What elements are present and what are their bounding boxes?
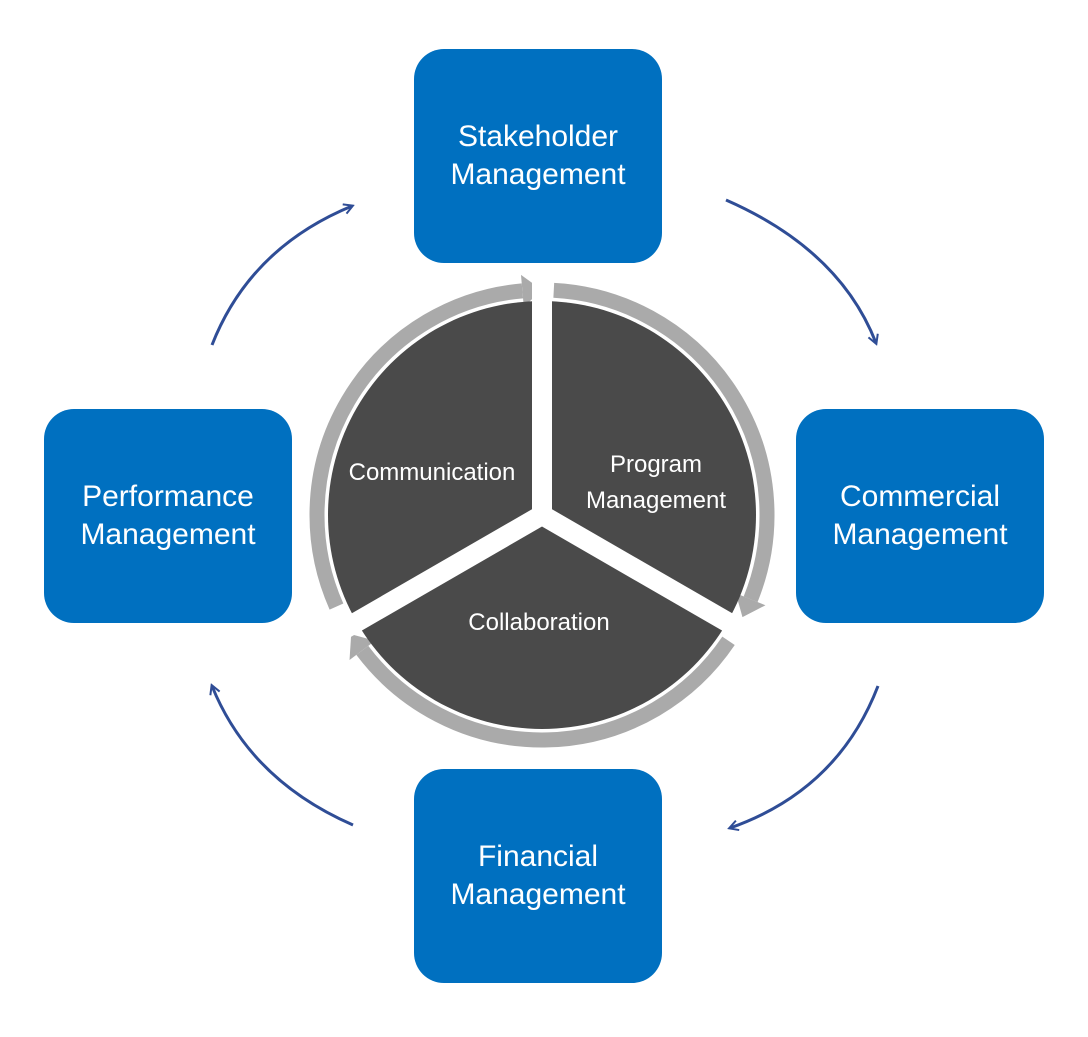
ring-arrow-communication bbox=[309, 283, 524, 610]
arrow-performance-to-stakeholder bbox=[210, 206, 352, 346]
ring-arrow-program bbox=[553, 282, 775, 603]
center-segments bbox=[317, 261, 767, 729]
commercial-management-box: Commercial Management bbox=[796, 409, 1044, 623]
arrow-commercial-to-financial bbox=[730, 685, 880, 828]
ring-arrow-program-head bbox=[735, 593, 766, 618]
arrow-financial-to-performance bbox=[212, 686, 354, 827]
ring-arrow-communication-head bbox=[520, 274, 542, 307]
box-label-line2: Management bbox=[832, 518, 1008, 551]
segment-label-collaboration: Collaboration bbox=[468, 609, 609, 636]
box-label-line2: Management bbox=[450, 158, 626, 191]
performance-management-box: Performance Management bbox=[44, 409, 292, 623]
segment-label-program-line2: Management bbox=[586, 487, 726, 514]
box-label-line1: Commercial bbox=[839, 480, 1000, 513]
segment-label-program-line1: Program bbox=[610, 451, 702, 478]
ring-arrow-collaboration-head bbox=[349, 634, 376, 661]
segment-label-communication: Communication bbox=[349, 459, 516, 486]
box-label-line2: Management bbox=[80, 518, 256, 551]
segment-divider bbox=[317, 506, 547, 651]
box-label-line1: Stakeholder bbox=[457, 120, 619, 153]
box-label-line2: Management bbox=[450, 878, 626, 911]
ring-arrows bbox=[309, 274, 775, 748]
stakeholder-management-box: Stakeholder Management bbox=[414, 49, 662, 263]
financial-management-box: Financial Management bbox=[414, 769, 662, 983]
box-label-line1: Performance bbox=[82, 480, 254, 513]
arrow-stakeholder-to-commercial bbox=[725, 198, 876, 343]
box-label-line1: Financial bbox=[477, 840, 599, 873]
segment-divider bbox=[537, 506, 767, 651]
ring-arrow-collaboration bbox=[356, 636, 735, 748]
